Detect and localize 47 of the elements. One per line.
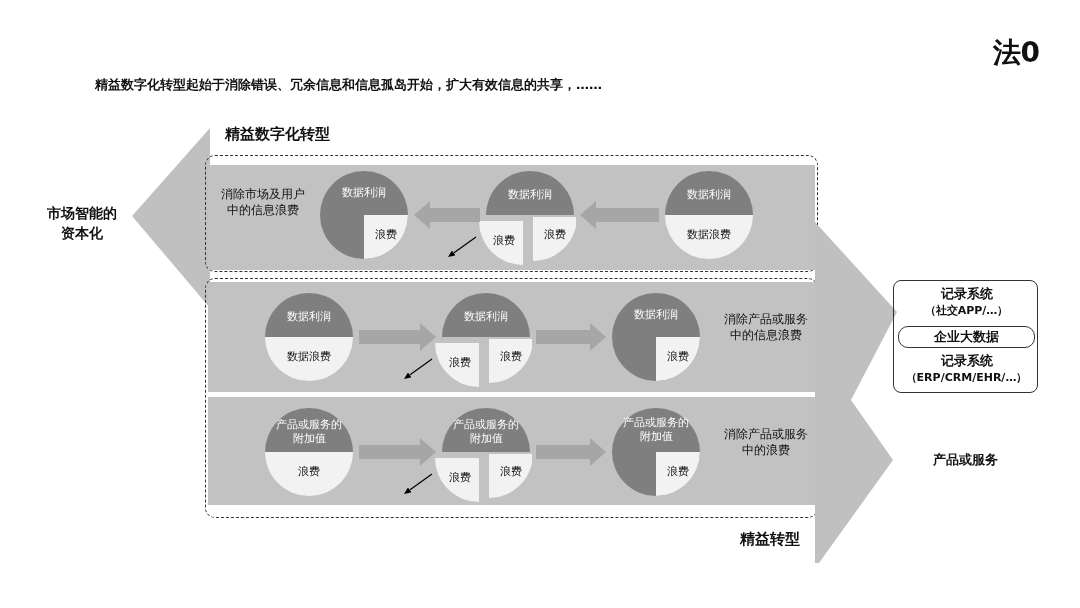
pie-label: 数据浪费 (287, 350, 331, 364)
pie-label: 浪费 (500, 350, 522, 364)
pie-label: 浪费 (544, 228, 566, 242)
layer-box: 企业大数据 (898, 326, 1035, 348)
pie-label: 数据浪费 (687, 228, 731, 242)
arrow (404, 473, 433, 494)
pie-label: 产品或服务的附加值 (452, 418, 520, 446)
pie-label: 浪费 (493, 234, 515, 248)
pie-label: 产品或服务的附加值 (275, 418, 343, 446)
box-subtext: （社交APP/…） (923, 304, 1010, 318)
box-subtext: （ERP/CRM/EHR/…） (904, 371, 1029, 385)
pie-label: 数据利润 (341, 186, 387, 200)
block-arrow (580, 201, 659, 229)
pie-label: 数据利润 (686, 188, 732, 202)
pie-label: 浪费 (667, 350, 689, 364)
pie-label: 浪费 (449, 471, 471, 485)
subtitle: 精益数字化转型起始于消除错误、冗余信息和信息孤岛开始，扩大有效信息的共享，…… (95, 76, 602, 94)
group-title: 精益转型 (740, 530, 800, 549)
band-label: 消除产品或服务中的信息浪费 (723, 312, 809, 344)
arrow (448, 236, 477, 257)
block-arrow (536, 438, 606, 466)
band-label: 消除市场及用户中的信息浪费 (220, 187, 306, 219)
pie-label: 数据利润 (633, 308, 679, 322)
box-heading: 记录系统 (939, 352, 994, 370)
band-label: 消除产品或服务中的浪费 (723, 427, 809, 459)
arrow-label: 市场智能的资本化 (46, 204, 118, 243)
group-title: 精益数字化转型 (225, 125, 330, 144)
arrow (404, 358, 433, 379)
block-arrow (359, 323, 436, 351)
page-title: 法0 (992, 35, 1040, 71)
pie-label: 浪费 (298, 465, 320, 479)
pie-label: 浪费 (375, 228, 397, 242)
block-arrow (359, 438, 436, 466)
pie-label: 浪费 (449, 356, 471, 370)
system-box (893, 280, 1038, 393)
pie-label: 浪费 (667, 465, 689, 479)
pie-label: 数据利润 (507, 188, 553, 202)
pie-label: 浪费 (500, 465, 522, 479)
block-arrow (414, 201, 480, 229)
band (208, 397, 815, 505)
box-heading: 记录系统 (939, 285, 994, 303)
pie-label: 产品或服务的附加值 (622, 416, 690, 444)
pie-label: 数据利润 (286, 310, 332, 324)
block-arrow (536, 323, 606, 351)
band (208, 282, 815, 392)
node-label: 产品或服务 (931, 451, 999, 469)
pie-label: 数据利润 (463, 310, 509, 324)
